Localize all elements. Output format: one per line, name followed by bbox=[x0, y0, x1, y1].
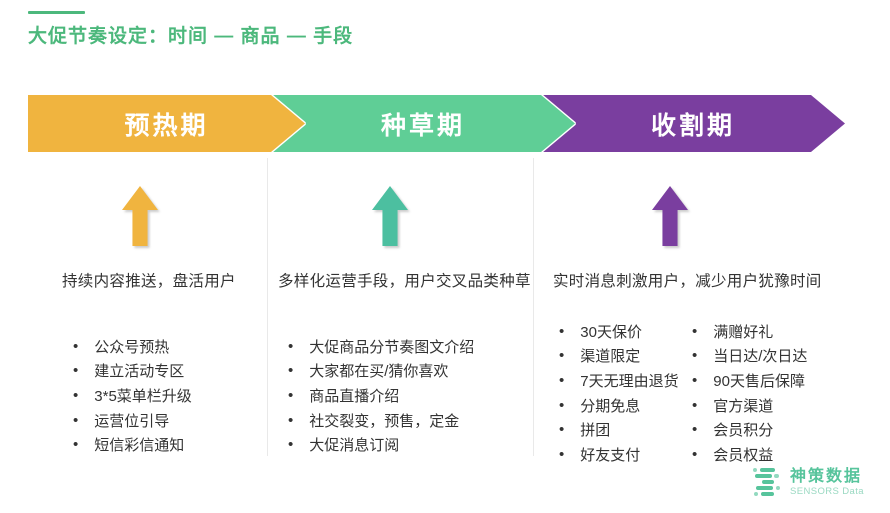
list-item: 大促消息订阅 bbox=[288, 432, 474, 457]
list-item: 3*5菜单栏升级 bbox=[73, 383, 192, 408]
phase-banner-harvest-shape: 收割期 bbox=[541, 95, 845, 152]
list-item: 商品直播介绍 bbox=[288, 383, 474, 408]
list-item-text: 建立活动专区 bbox=[94, 363, 185, 381]
up-arrow-icon-warmup bbox=[122, 186, 158, 246]
up-arrow-icon-harvest bbox=[652, 186, 688, 246]
list-item-text: 90天售后保障 bbox=[713, 372, 805, 390]
list-item-text: 会员权益 bbox=[713, 446, 774, 464]
up-arrow-icon-seeding bbox=[372, 186, 408, 246]
list-item: 运营位引导 bbox=[73, 408, 192, 433]
list-item-text: 大促消息订阅 bbox=[309, 437, 400, 455]
logo-name-cn: 神策数据 bbox=[790, 467, 863, 485]
list-item: 7天无理由退货 bbox=[559, 368, 679, 393]
list-item-text: 大促商品分节奏图文介绍 bbox=[309, 338, 475, 356]
list-item: 好友支付 bbox=[559, 442, 679, 467]
phase-banner-warmup: 预热期 bbox=[28, 95, 305, 152]
sensors-data-logo: 神策数据 SENSORS Data bbox=[752, 466, 864, 498]
list-item-text: 公众号预热 bbox=[94, 338, 170, 356]
warmup-description: 持续内容推送，盘活用户 bbox=[62, 273, 236, 290]
list-item-text: 7天无理由退货 bbox=[580, 372, 679, 390]
harvest-bullet-list-right: 满赠好礼 当日达/次日达 90天售后保障 官方渠道 会员积分 会员权益 bbox=[692, 319, 807, 467]
list-item: 渠道限定 bbox=[559, 344, 679, 369]
list-item: 建立活动专区 bbox=[73, 359, 192, 384]
warmup-bullet-list: 公众号预热 建立活动专区 3*5菜单栏升级 运营位引导 短信彩信通知 bbox=[73, 334, 192, 457]
column-divider-2 bbox=[533, 158, 534, 456]
list-item-text: 分期免息 bbox=[580, 397, 641, 415]
list-item-text: 运营位引导 bbox=[94, 412, 170, 430]
list-item: 当日达/次日达 bbox=[692, 344, 807, 369]
list-item: 官方渠道 bbox=[692, 393, 807, 418]
harvest-bullet-list-left: 30天保价 渠道限定 7天无理由退货 分期免息 拼团 好友支付 bbox=[559, 319, 679, 467]
list-item: 公众号预热 bbox=[73, 334, 192, 359]
list-item-text: 3*5菜单栏升级 bbox=[94, 387, 192, 405]
list-item: 大家都在买/猜你喜欢 bbox=[288, 359, 474, 384]
seeding-bullet-list: 大促商品分节奏图文介绍 大家都在买/猜你喜欢 商品直播介绍 社交裂变，预售，定金… bbox=[288, 334, 474, 457]
list-item-text: 渠道限定 bbox=[580, 348, 641, 366]
list-item-text: 好友支付 bbox=[580, 446, 641, 464]
phase-banner-warmup-label: 预热期 bbox=[124, 111, 209, 140]
list-item: 社交裂变，预售，定金 bbox=[288, 408, 474, 433]
list-item: 短信彩信通知 bbox=[73, 432, 192, 457]
phase-banner-warmup-shape: 预热期 bbox=[28, 95, 305, 152]
list-item: 会员权益 bbox=[692, 442, 807, 467]
page-title: 大促节奏设定：时间 — 商品 — 手段 bbox=[28, 26, 354, 47]
phase-banner-harvest: 收割期 bbox=[541, 95, 845, 152]
list-item: 大促商品分节奏图文介绍 bbox=[288, 334, 474, 359]
list-item-text: 社交裂变，预售，定金 bbox=[309, 412, 460, 430]
list-item: 90天售后保障 bbox=[692, 368, 807, 393]
list-item-text: 商品直播介绍 bbox=[309, 387, 400, 405]
up-arrow-shape-seeding bbox=[372, 186, 408, 246]
sensors-logo-icon bbox=[752, 466, 782, 498]
list-item: 30天保价 bbox=[559, 319, 679, 344]
column-divider-1 bbox=[267, 158, 268, 456]
up-arrow-shape-warmup bbox=[122, 186, 158, 246]
list-item: 分期免息 bbox=[559, 393, 679, 418]
phase-banner-seeding: 种草期 bbox=[271, 95, 575, 152]
list-item-text: 短信彩信通知 bbox=[94, 437, 185, 455]
phase-banner-seeding-label: 种草期 bbox=[380, 111, 465, 140]
list-item-text: 拼团 bbox=[580, 422, 611, 440]
list-item: 拼团 bbox=[559, 417, 679, 442]
list-item: 满赠好礼 bbox=[692, 319, 807, 344]
list-item-text: 当日达/次日达 bbox=[713, 348, 808, 366]
phase-banner-seeding-shape: 种草期 bbox=[271, 95, 575, 152]
list-item: 会员积分 bbox=[692, 417, 807, 442]
logo-name-en: SENSORS Data bbox=[790, 485, 864, 497]
list-item-text: 会员积分 bbox=[713, 422, 774, 440]
seeding-description: 多样化运营手段，用户交叉品类种草 bbox=[278, 273, 531, 290]
phase-banner-harvest-label: 收割期 bbox=[650, 111, 735, 140]
title-accent-line bbox=[28, 11, 85, 14]
list-item-text: 30天保价 bbox=[580, 323, 642, 341]
list-item-text: 满赠好礼 bbox=[713, 323, 774, 341]
list-item-text: 大家都在买/猜你喜欢 bbox=[309, 363, 449, 381]
sensors-logo-text: 神策数据 SENSORS Data bbox=[790, 468, 864, 497]
list-item-text: 官方渠道 bbox=[713, 397, 774, 415]
harvest-description: 实时消息刺激用户，减少用户犹豫时间 bbox=[553, 273, 822, 290]
up-arrow-shape-harvest bbox=[652, 186, 688, 246]
